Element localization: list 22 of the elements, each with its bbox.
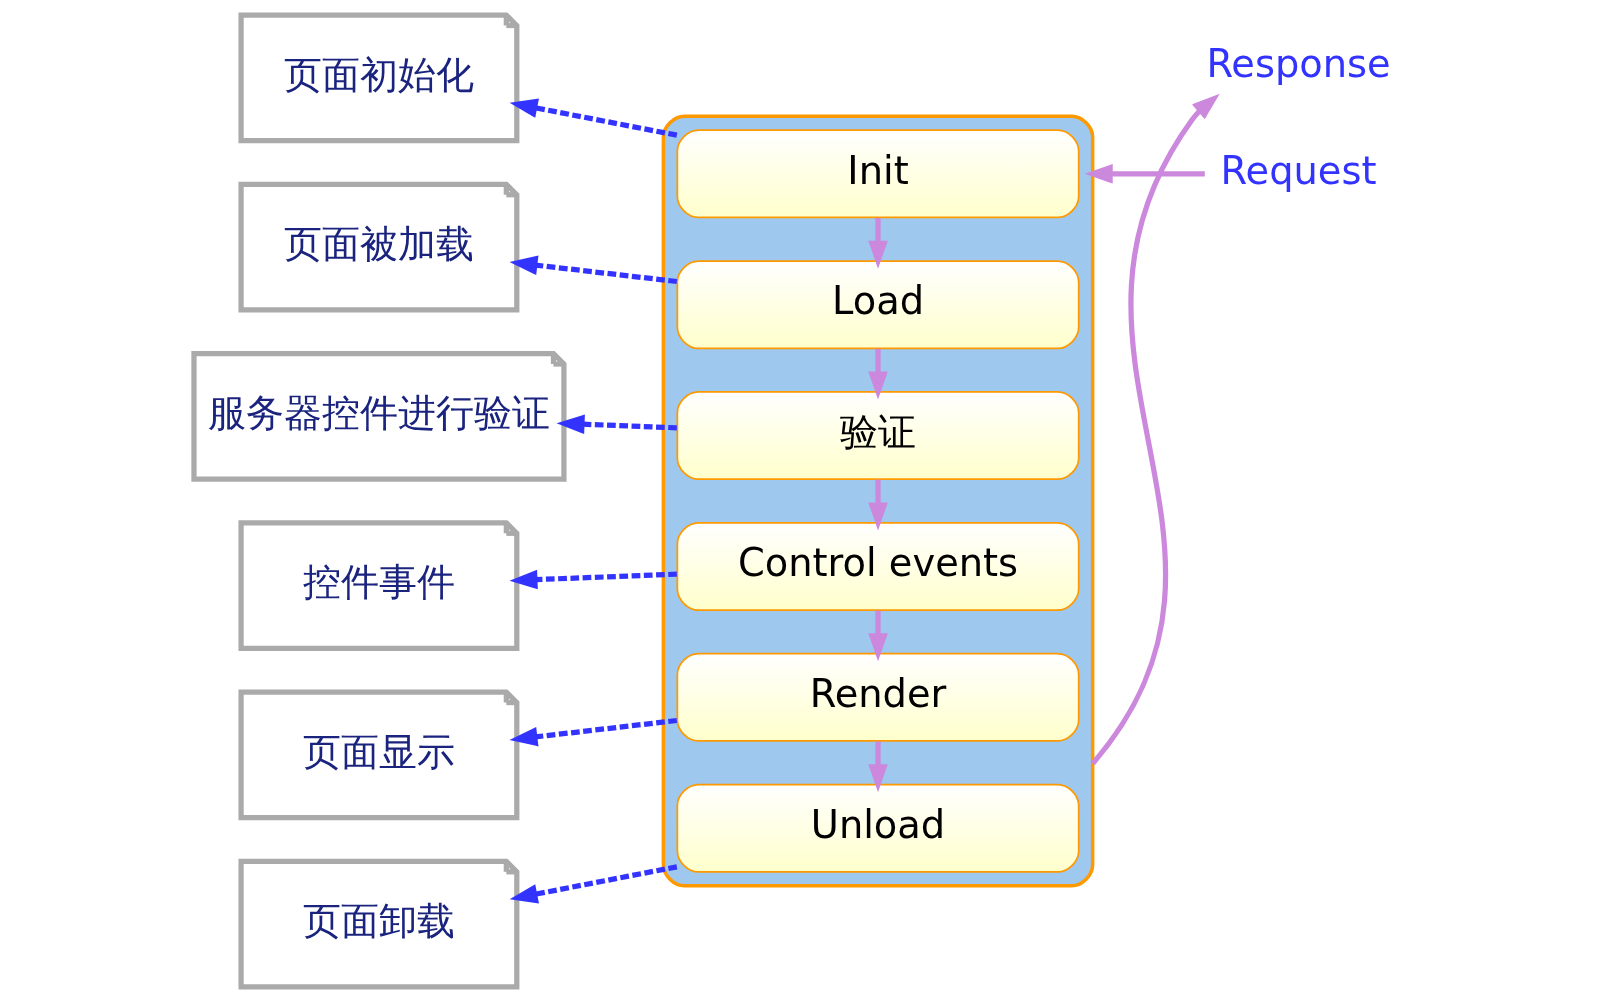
node-box: Control events (675, 521, 1080, 611)
arrow (509, 864, 677, 904)
arrow (1084, 164, 1205, 184)
cluster (661, 114, 1094, 888)
arrow (867, 741, 888, 793)
arrow (509, 255, 677, 285)
arrow (509, 98, 677, 138)
arrow (867, 610, 888, 662)
arrow (867, 479, 888, 531)
node-box: Init (675, 129, 1080, 219)
node-box: Render (675, 652, 1080, 742)
arrow (867, 217, 888, 269)
node-box: 验证 (675, 391, 1080, 481)
node-box: Unload (675, 783, 1080, 873)
arrow (508, 569, 677, 590)
node-box: Load (675, 260, 1080, 350)
node-text: Response (1205, 41, 1391, 87)
arrow (556, 414, 677, 435)
arrow (867, 348, 888, 400)
node-text: Request (1220, 147, 1377, 193)
arrow (1090, 93, 1220, 766)
arrow (509, 717, 677, 747)
